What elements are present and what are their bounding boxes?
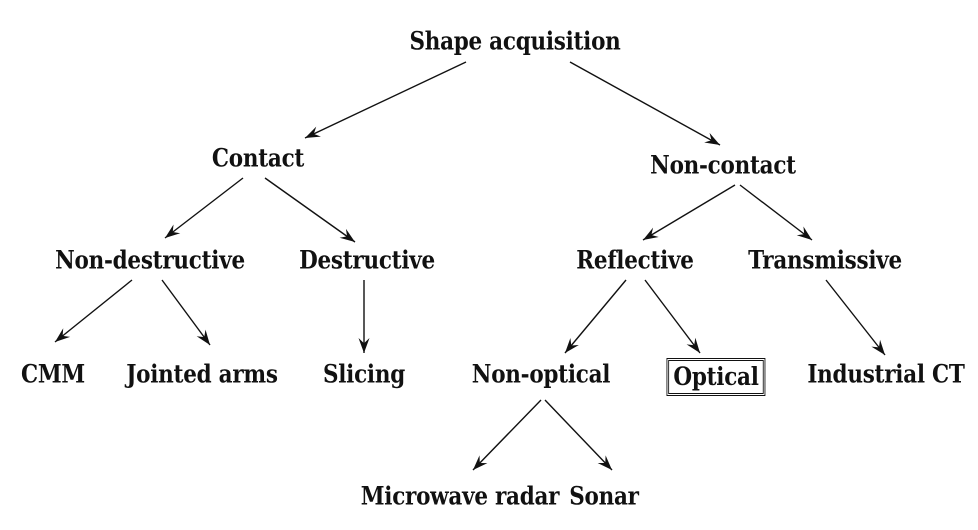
node-shape-acquisition: Shape acquisition [409,26,621,56]
arrow-shaft [472,399,542,471]
arrow-shaft [564,279,627,354]
arrow-head [871,339,885,355]
arrow-head [196,329,210,345]
node-reflective: Reflective [576,245,694,275]
arrow-shaft [161,279,211,346]
node-non-optical: Non-optical [471,359,611,389]
arrow-non-optical-to-microwave-radar [472,399,542,471]
arrow-head [597,455,612,470]
node-transmissive: Transmissive [748,245,902,275]
arrow-non-optical-to-sonar [544,399,613,471]
node-jointed-arms: Jointed arms [126,359,278,389]
node-cmm: CMM [21,359,85,389]
arrow-non-destructive-to-jointed-arms [161,279,211,346]
arrow-shaft [54,279,133,343]
node-slicing: Slicing [323,359,405,389]
arrow-head [339,228,355,242]
arrow-contact-to-non-destructive [164,177,244,239]
arrow-non-destructive-to-cmm [54,279,133,343]
node-contact: Contact [211,143,305,173]
arrow-shape-acquisition-to-non-contact [569,61,721,146]
arrow-shaft [264,177,356,243]
arrow-shape-acquisition-to-contact [304,61,467,139]
node-non-destructive: Non-destructive [55,245,245,275]
arrow-head [55,328,71,342]
arrow-shaft [644,279,701,354]
arrow-head [643,227,659,240]
arrow-head [686,337,700,353]
arrow-head [305,126,321,138]
arrow-head [796,226,812,240]
arrow-shaft [739,184,813,241]
arrow-reflective-to-non-optical [564,279,627,354]
arrow-shaft [164,177,244,239]
arrow-shaft [825,279,886,356]
node-optical: Optical [666,358,766,396]
arrow-non-contact-to-transmissive [739,184,813,241]
arrow-head [473,455,488,470]
arrow-head [565,337,579,353]
node-sonar: Sonar [569,481,639,511]
arrow-transmissive-to-industrial-ct [825,279,886,356]
node-destructive: Destructive [299,245,435,275]
node-non-contact: Non-contact [650,150,796,180]
arrow-head [358,338,370,353]
arrow-shaft [544,399,613,471]
arrow-shaft [642,184,736,241]
node-industrial-ct: Industrial CT [807,359,965,389]
arrow-non-contact-to-reflective [642,184,736,241]
arrow-reflective-to-optical [644,279,701,354]
arrow-head [165,224,181,238]
arrow-destructive-to-slicing [358,280,370,353]
node-microwave-radar: Microwave radar [360,481,560,511]
arrow-head [704,132,720,145]
arrow-shaft [569,61,721,146]
arrow-shaft [304,61,467,139]
arrow-contact-to-destructive [264,177,356,243]
